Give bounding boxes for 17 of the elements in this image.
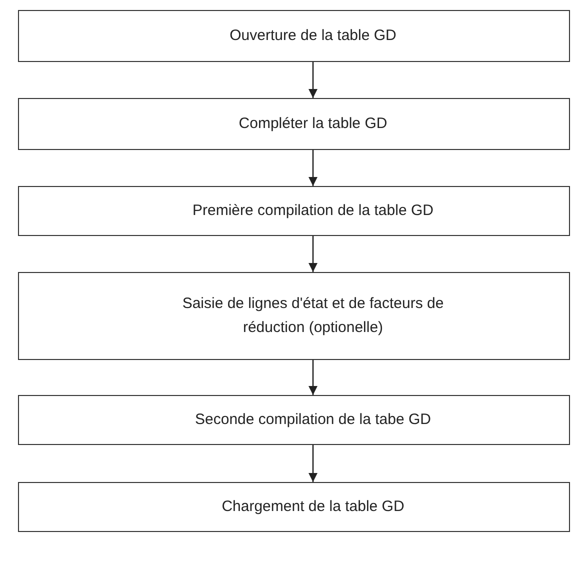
arrow (308, 150, 318, 186)
step-text: Seconde compilation de la tabe GD (195, 410, 431, 430)
step-text: Saisie de lignes d'état et de facteurs de réduction (optionelle) (181, 294, 445, 338)
arrow (308, 360, 318, 395)
arrow (308, 62, 318, 98)
process-box (18, 186, 570, 236)
process-box (18, 98, 570, 150)
step-text: Première compilation de la table GD (192, 201, 434, 221)
step-text: Chargement de la table GD (222, 497, 404, 517)
step-text: Ouverture de la table GD (230, 26, 396, 46)
process-box (18, 10, 570, 62)
step-text: Compléter la table GD (238, 114, 388, 134)
arrow (308, 445, 318, 482)
process-box (18, 482, 570, 532)
arrow (308, 236, 318, 272)
process-box (18, 395, 570, 445)
process-box (18, 272, 570, 360)
